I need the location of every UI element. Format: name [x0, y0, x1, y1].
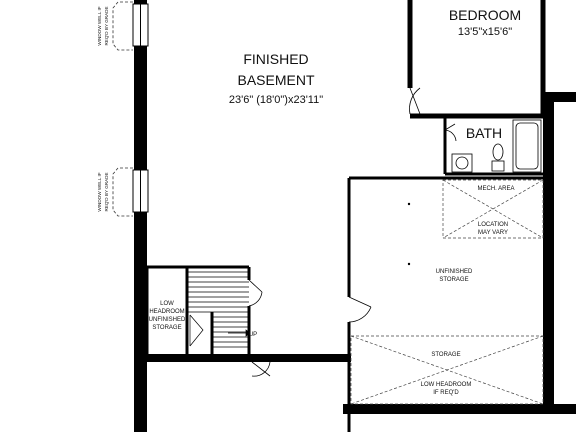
storage-walls: [347, 176, 543, 404]
window-well-bottom: [112, 167, 133, 217]
east-wall: [543, 92, 554, 404]
storage-dot-2: [407, 262, 411, 266]
mech-note-line2: MAY VARY: [478, 230, 508, 236]
bedroom-door: [409, 87, 421, 115]
stair-treads: [187, 271, 249, 348]
mech-note-line1: LOCATION: [478, 222, 508, 228]
west-wall: [134, 0, 147, 432]
mech-area-outline: [442, 179, 544, 239]
bedroom-dimensions: 13'5"x15'6": [458, 26, 512, 38]
window-note-bottom-line1: WINDOW WELL IF: [97, 172, 102, 211]
window-note-bottom-line2: REQ'D BY GRADE: [104, 172, 109, 211]
stair-bottom-door: [251, 361, 271, 377]
stair-storage-line4: STORAGE: [152, 325, 181, 331]
stair-storage-line3: UNFINISHED: [149, 317, 186, 323]
storage-dot-1: [407, 202, 411, 206]
bedroom-walls: [407, 0, 546, 119]
window-note-top-line1: WINDOW WELL IF: [97, 6, 102, 45]
window-bottom: [132, 169, 149, 213]
south-east-wall: [343, 404, 576, 414]
stair-storage-line2: HEADROOM: [149, 309, 184, 315]
basement-name-line2: BASEMENT: [237, 72, 314, 88]
bath-name: BATH: [466, 125, 502, 141]
unfinished-storage-line1: UNFINISHED: [436, 269, 473, 275]
window-top: [132, 3, 149, 47]
stair-door: [248, 279, 263, 307]
mech-name: MECH. AREA: [477, 186, 514, 192]
bath-walls: [443, 116, 543, 176]
basement-name-line1: FINISHED: [243, 51, 308, 67]
lower-storage-outline: [350, 335, 544, 405]
east-wall-upper: [543, 92, 576, 102]
stair-storage-line1: LOW: [160, 301, 174, 307]
sink: [451, 153, 473, 173]
toilet: [491, 143, 505, 172]
bathtub: [512, 119, 542, 173]
stair-landing: [189, 314, 204, 347]
lower-storage-note-line2: IF REQ'D: [433, 390, 459, 396]
stair-up-label: UP: [249, 332, 257, 338]
lower-storage-note-line1: LOW HEADROOM: [421, 382, 472, 388]
window-note-top-line2: REQ'D BY GRADE: [104, 6, 109, 45]
exterior-walls: [134, 0, 576, 432]
bath-door: [444, 123, 457, 142]
stair-arrow-icon: [228, 329, 251, 337]
unfinished-storage-line2: STORAGE: [439, 277, 468, 283]
south-wall: [134, 354, 351, 362]
basement-dimensions: 23'6" (18'0")x23'11": [229, 94, 323, 106]
storage-door: [348, 296, 372, 323]
window-well-top: [112, 1, 133, 51]
lower-storage-name: STORAGE: [431, 352, 460, 358]
bedroom-name: BEDROOM: [449, 7, 521, 23]
lower-walls: [135, 362, 351, 432]
